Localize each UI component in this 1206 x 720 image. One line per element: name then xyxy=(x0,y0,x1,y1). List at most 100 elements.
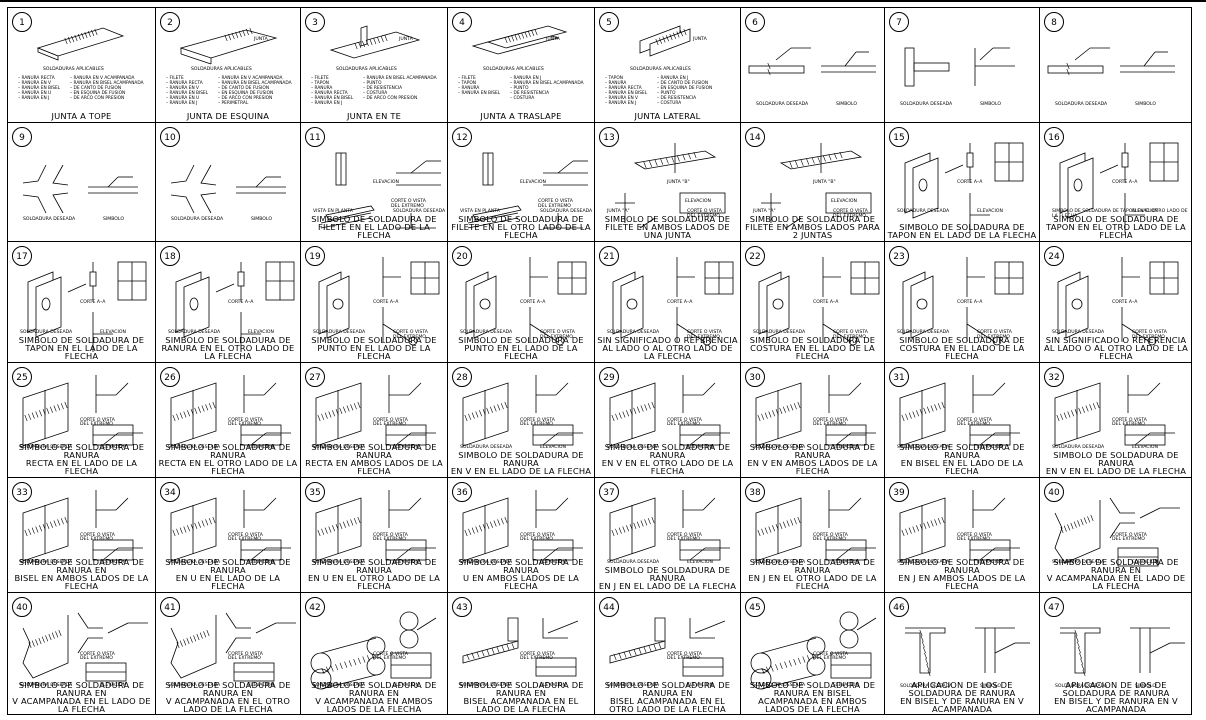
label-b: CORTE O VISTA DEL EXTREMO xyxy=(813,532,848,543)
welds-list-right: – RANURA EN V ACAMPANADA – RANURA EN BIS… xyxy=(70,76,144,101)
caption: SIMBOLO DE SOLDADURA DE RANURA U EN AMBO… xyxy=(458,557,584,591)
caption: JUNTA LATERAL xyxy=(634,111,701,121)
figure-number: 30 xyxy=(745,367,765,387)
figure-number: 45 xyxy=(745,597,765,617)
weld-drawing xyxy=(1060,627,1185,677)
caption: SIMBOLO DE SOLDADURA DE RANURA EN EL OTR… xyxy=(161,335,295,361)
label-b: CORTE O VISTA DEL EXTREMO xyxy=(957,417,992,428)
label-a: SOLDADURA DESEADA xyxy=(313,330,366,335)
caption: SIMBOLO DE SOLDADURA DE TAPON EN EL OTRO… xyxy=(1046,214,1186,240)
desired-weld-label: SOLDADURA DESEADA xyxy=(1055,102,1108,107)
label-c: CORTE O VISTA DEL EXTREMO xyxy=(977,330,1012,340)
label-b: CORTE O VISTA DEL EXTREMO xyxy=(80,532,115,543)
caption: SIMBOLO DE SOLDADURA DE RANURA EN V ACAM… xyxy=(165,680,291,714)
weld-drawing xyxy=(904,47,1015,87)
label-a: SOLDADURA DESEADA xyxy=(753,445,806,450)
label-a: SOLDADURA DESEADA xyxy=(897,560,950,565)
label-b: CORTE O VISTA DEL EXTREMO xyxy=(520,651,555,662)
label-c: ELEVACION xyxy=(687,683,713,688)
figure-number: 41 xyxy=(160,597,180,617)
figure-number: 42 xyxy=(305,597,325,617)
label-a: SOLDADURA DESEADA xyxy=(20,445,73,450)
label-b: CORTE O VISTA DEL EXTREMO xyxy=(228,532,263,543)
caption: SIMBOLO DE SOLDADURA DE FILETE EN AMBOS … xyxy=(604,214,731,240)
label-a: SOLDADURA DESEADA xyxy=(607,445,660,450)
weld-drawing xyxy=(310,611,437,690)
weld-drawing xyxy=(320,152,441,229)
weld-drawing xyxy=(639,25,691,57)
label-b: CORTE O VISTA DEL EXTREMO xyxy=(80,651,115,662)
desired-weld-label: SOLDADURA DESEADA xyxy=(171,217,224,222)
label-b: CORTE O VISTA DEL EXTREMO xyxy=(957,532,992,543)
label-b: CORTE O VISTA DEL EXTREMO xyxy=(520,532,555,543)
weld-drawing xyxy=(175,261,295,352)
weld-drawing xyxy=(1047,47,1175,76)
welds-list-right: – RANURA EN BISEL ACAMPANADA – PUNTO – D… xyxy=(363,76,437,101)
label-a: SOLDADURA DESEADA xyxy=(460,445,513,450)
label-b: CORTE O VISTA DEL EXTREMO xyxy=(667,532,702,543)
caption: SIMBOLO DE SOLDADURA DE RANURA EN V EN E… xyxy=(1045,450,1187,476)
symbol-label: SIMBOLO xyxy=(1135,102,1156,107)
welds-list-left: – RANURA RECTA – RANURA EN V – RANURA EN… xyxy=(18,76,61,101)
weld-drawing xyxy=(22,164,138,214)
label-c: ELEVACION xyxy=(833,683,859,688)
symbol-label: SIMBOLO xyxy=(103,217,124,222)
label-b: CORTE O VISTA DEL EXTREMO xyxy=(228,651,263,662)
label-a: SIMBOLO DE SOLDADURA DE TAPON EN EL OTRO… xyxy=(1052,209,1188,219)
label-c: ELEVACION xyxy=(100,330,126,335)
weld-drawing xyxy=(179,27,278,65)
weld-drawing xyxy=(1054,497,1180,567)
label-c: SOLDADURA DESEADA xyxy=(393,209,446,214)
figure-number: 39 xyxy=(889,482,909,502)
symbol-label: SIMBOLO xyxy=(836,102,857,107)
caption: SIMBOLO DE SOLDADURA DE COSTURA EN EL LA… xyxy=(899,335,1025,361)
label-c: CORTE O VISTA DEL EXTREMO xyxy=(1132,330,1167,340)
desired-weld-label: SOLDADURA DESEADA xyxy=(23,217,76,222)
weld-drawing xyxy=(329,25,421,59)
label-b: CORTE O VISTA DEL EXTREMO xyxy=(80,417,115,428)
applicable-welds-label: SOLDADURAS APLICABLES xyxy=(336,67,397,72)
caption: SIMBOLO DE SOLDADURA DE RANURA EN BISEL … xyxy=(14,557,149,591)
figure-number: 8 xyxy=(1044,12,1064,32)
welds-list-left: – FILETE – TAPON – RANURA – RANURA RECTA… xyxy=(311,76,354,106)
figure-number: 23 xyxy=(889,246,909,266)
label-b: CORTE O VISTA DEL EXTREMO xyxy=(1112,532,1147,543)
figure-number: 6 xyxy=(745,12,765,32)
label-d: CORTE O VISTA DEL EXTREMO xyxy=(538,199,573,209)
label-c: CORTE O VISTA DEL EXTREMO xyxy=(833,330,868,340)
label-a: SOLDADURA DESEADA xyxy=(20,560,73,565)
caption: SIMBOLO DE SOLDADURA DE RANURA EN V ACAM… xyxy=(311,680,437,714)
label-c: ELEVACION xyxy=(393,445,419,450)
label-a: SOLDADURA DESEADA xyxy=(607,683,660,688)
desired-weld-label: SOLDADURA DESEADA xyxy=(756,102,809,107)
caption: SIN SIGNIFICADO O REFERENCIA AL LADO O A… xyxy=(597,335,738,361)
weld-drawing xyxy=(748,47,876,76)
desired-weld-label: SOLDADURA DESEADA xyxy=(900,684,953,689)
weld-drawing xyxy=(462,617,579,677)
label-c: ELEVACION xyxy=(833,560,859,565)
label-b: CORTE A–A xyxy=(373,299,399,305)
applicable-welds-label: SOLDADURAS APLICABLES xyxy=(483,67,544,72)
weld-drawing xyxy=(22,612,148,682)
figure-number: 12 xyxy=(452,127,472,147)
caption: SIMBOLO DE SOLDADURA DE RANURA RECTA EN … xyxy=(158,442,298,476)
welds-list-right: – RANURA EN V ACAMPANADA – RANURA EN BIS… xyxy=(218,76,292,106)
weld-drawing xyxy=(609,375,730,447)
joint-label: JUNTA xyxy=(399,37,413,42)
label-a: SOLDADURA DESEADA xyxy=(1052,445,1105,450)
weld-drawing xyxy=(462,375,583,447)
weld-drawing xyxy=(36,27,125,61)
label-b: CORTE O VISTA DEL EXTREMO xyxy=(813,417,848,428)
